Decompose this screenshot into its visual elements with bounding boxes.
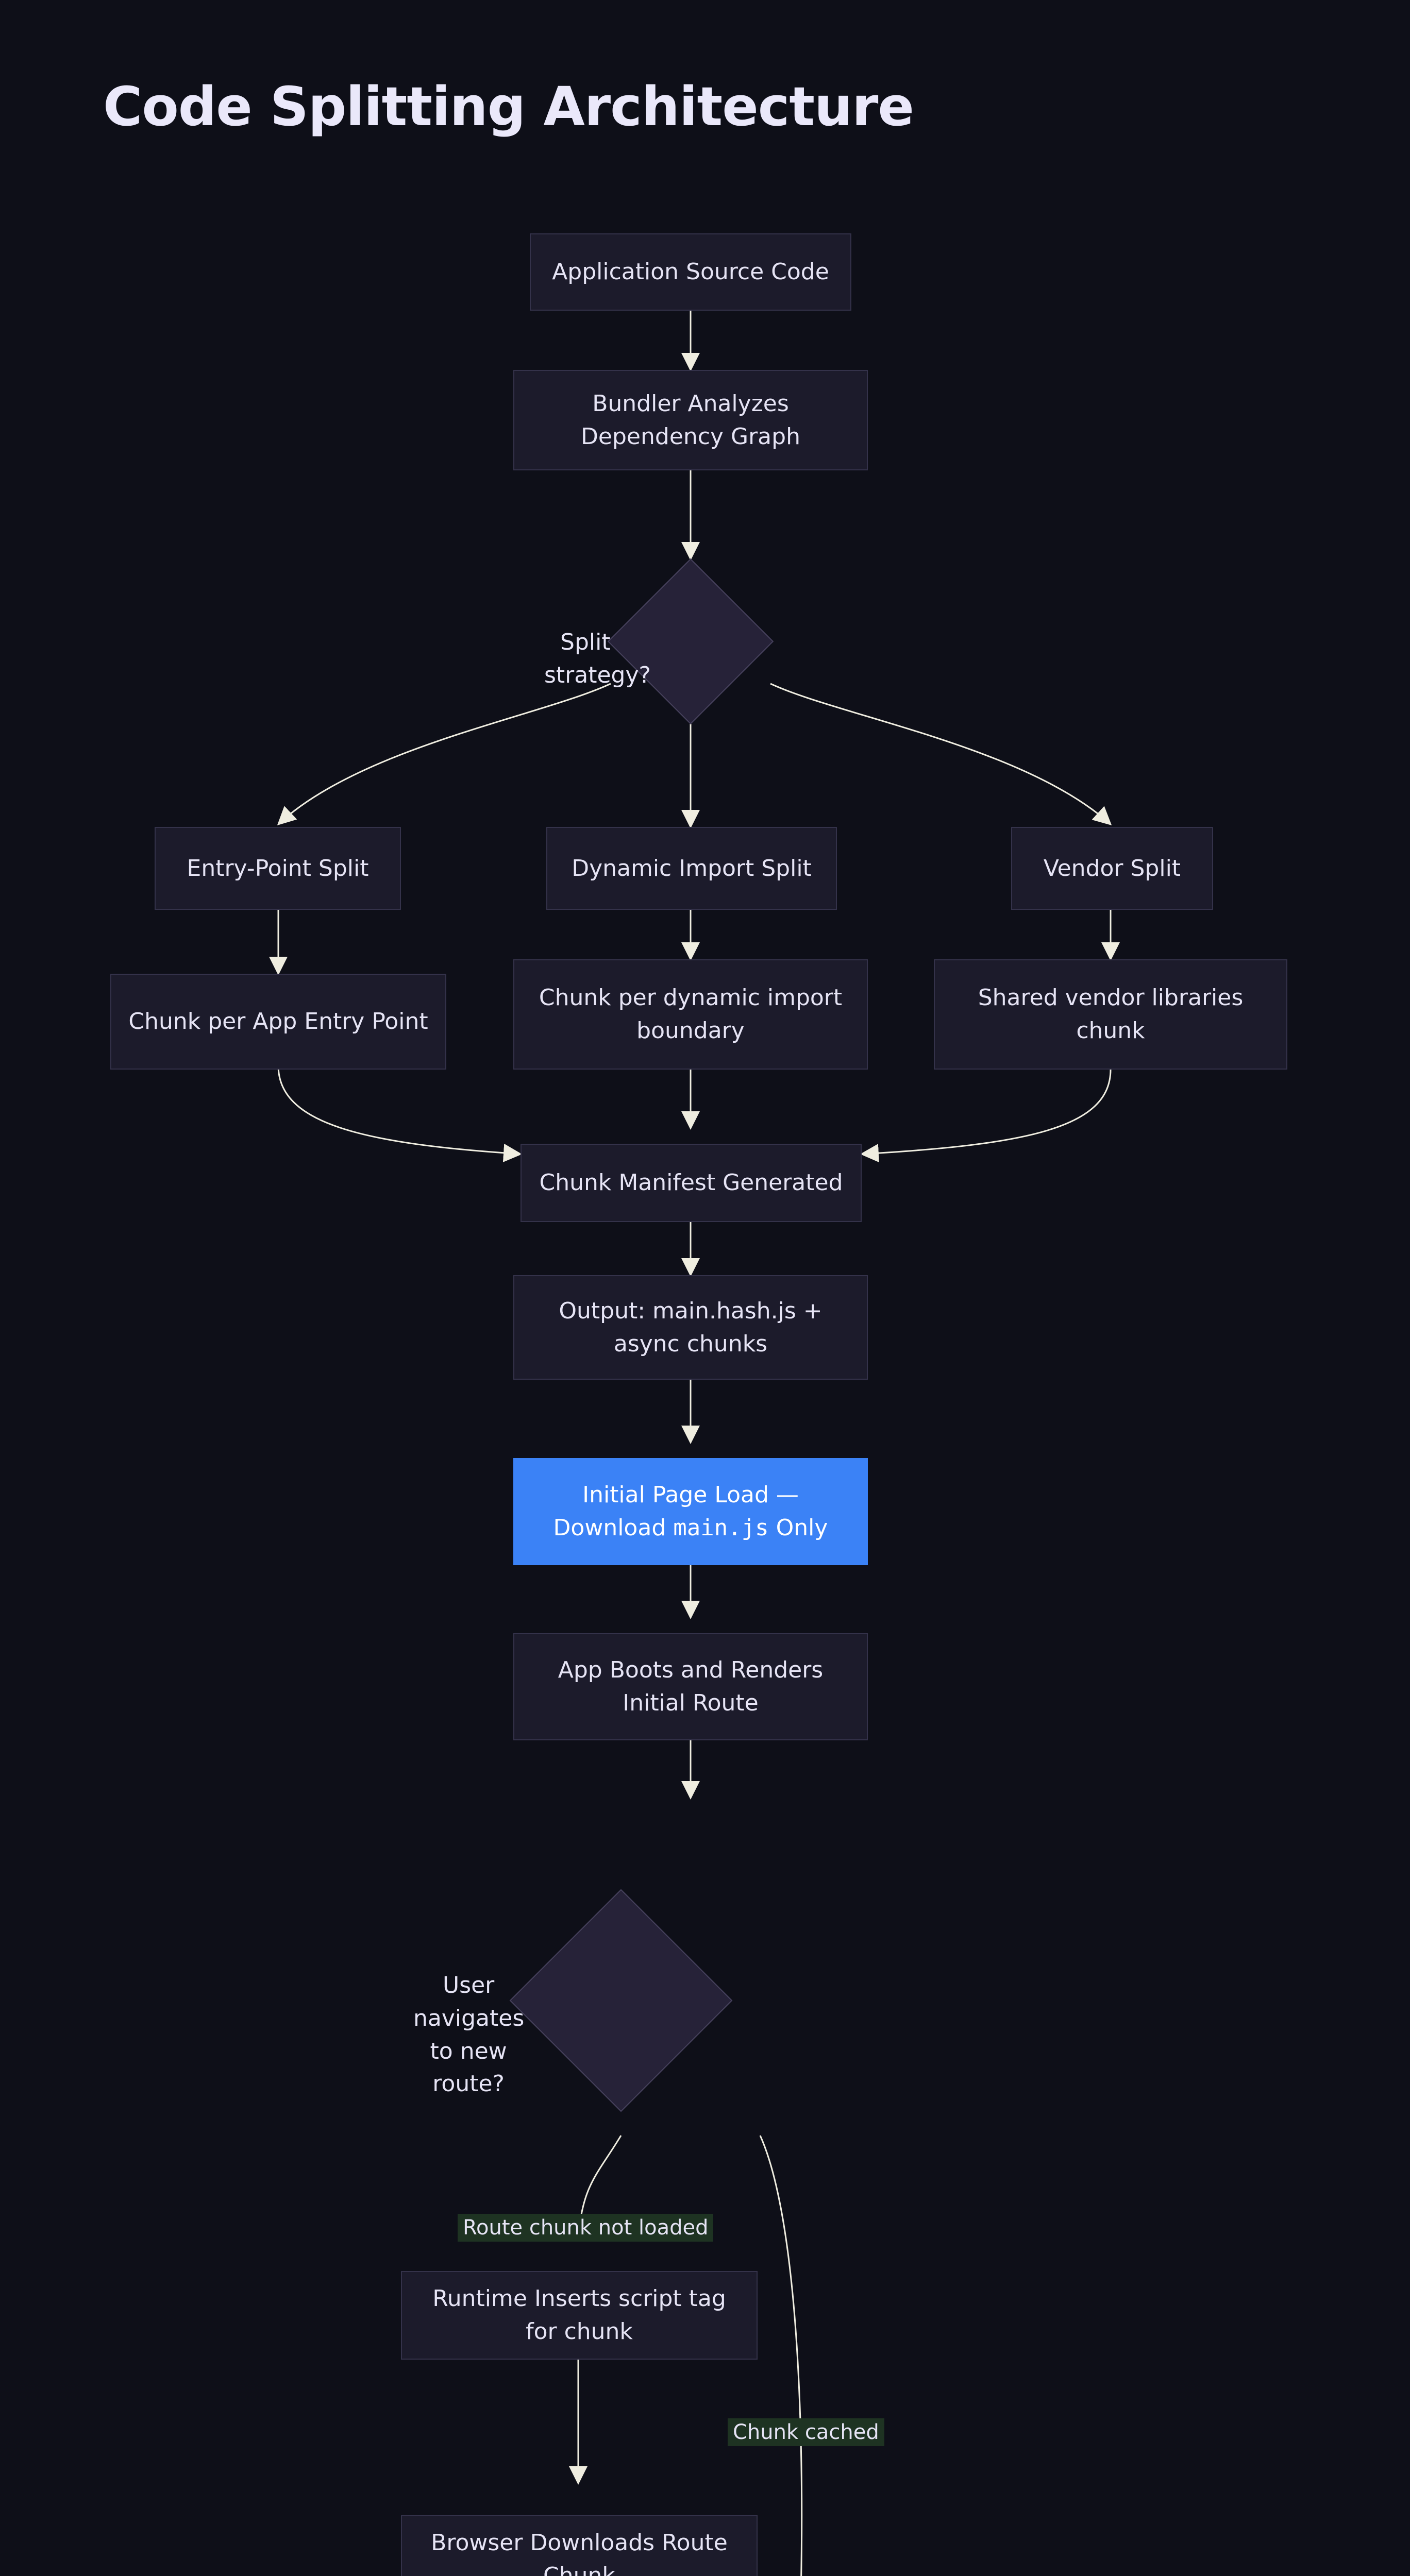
- node-label-line-2-post: Only: [768, 1515, 828, 1541]
- node-label: Chunk per App Entry Point: [128, 1008, 428, 1035]
- node-label: Bundler Analyzes Dependency Graph: [581, 387, 800, 453]
- node-label-line-1: Initial Page Load —: [582, 1482, 799, 1509]
- node-split-strategy-decision[interactable]: Split strategy?: [544, 558, 774, 725]
- node-label-line-2: Download main.js Only: [553, 1515, 828, 1541]
- node-label-line-2: boundary: [636, 1018, 745, 1044]
- node-label-line-1: Browser Downloads Route: [431, 2530, 728, 2556]
- node-label: App Boots and Renders Initial Route: [558, 1654, 823, 1720]
- node-label-line-2: route?: [432, 2071, 505, 2097]
- node-chunk-per-app-entry-point[interactable]: Chunk per App Entry Point: [110, 974, 446, 1070]
- node-bundler-analyzes-dependency-graph[interactable]: Bundler Analyzes Dependency Graph: [513, 370, 868, 470]
- node-label: Shared vendor libraries chunk: [978, 981, 1244, 1047]
- node-label-line-1: Bundler Analyzes: [592, 390, 789, 417]
- node-label-line-2: Chunk: [543, 2563, 615, 2576]
- node-label: Browser Downloads Route Chunk: [431, 2527, 728, 2576]
- node-browser-downloads-route-chunk[interactable]: Browser Downloads Route Chunk: [401, 2515, 758, 2576]
- node-label-line-1: App Boots and Renders: [558, 1657, 824, 1684]
- node-label: Dynamic Import Split: [572, 855, 812, 882]
- node-label: Chunk per dynamic import boundary: [539, 981, 842, 1047]
- node-runtime-inserts-script-tag[interactable]: Runtime Inserts script tag for chunk: [401, 2271, 758, 2360]
- node-label-line-2: Dependency Graph: [581, 423, 800, 450]
- node-label-line-1: Chunk per dynamic import: [539, 985, 843, 1011]
- node-label: Output: main.hash.js + async chunks: [559, 1295, 822, 1361]
- node-chunk-per-dynamic-import-boundary[interactable]: Chunk per dynamic import boundary: [513, 959, 868, 1070]
- node-entry-point-split[interactable]: Entry-Point Split: [155, 827, 401, 910]
- node-label-line-1: Shared vendor libraries: [978, 985, 1244, 1011]
- edge-label-chunk-cached: Chunk cached: [728, 2418, 884, 2446]
- node-application-source-code[interactable]: Application Source Code: [530, 233, 851, 311]
- node-vendor-split[interactable]: Vendor Split: [1011, 827, 1213, 910]
- node-label: Application Source Code: [552, 259, 829, 285]
- node-label-line-2: Initial Route: [623, 1690, 759, 1716]
- node-label: Entry-Point Split: [187, 855, 369, 882]
- node-chunk-manifest-generated[interactable]: Chunk Manifest Generated: [521, 1144, 862, 1222]
- page-title: Code Splitting Architecture: [103, 75, 914, 138]
- node-label-line-1: Runtime Inserts script tag: [432, 2285, 726, 2312]
- edge-strategy-vendor: [770, 683, 1112, 826]
- node-user-navigates-decision[interactable]: User navigates to new route?: [413, 1889, 733, 2112]
- edge-label-route-chunk-not-loaded: Route chunk not loaded: [458, 2214, 714, 2242]
- node-label: Vendor Split: [1043, 855, 1181, 882]
- node-label-line-2-pre: Download: [553, 1515, 674, 1541]
- node-label-line-2: async chunks: [613, 1330, 768, 1357]
- node-label-filename: main.js: [673, 1515, 769, 1541]
- node-label: Split strategy?: [544, 629, 651, 688]
- node-output-main-hash-js[interactable]: Output: main.hash.js + async chunks: [513, 1275, 868, 1380]
- node-label: User navigates to new route?: [413, 1969, 524, 2100]
- diamond-shape: [509, 1889, 733, 2112]
- edge-strategy-entry: [277, 683, 611, 826]
- node-label-line-1: Output: main.hash.js +: [559, 1297, 822, 1324]
- edge-vendchunk-manifest: [860, 1069, 1112, 1163]
- node-initial-page-load[interactable]: Initial Page Load — Download main.js Onl…: [513, 1458, 868, 1565]
- node-label: Runtime Inserts script tag for chunk: [432, 2282, 726, 2348]
- node-shared-vendor-libraries-chunk[interactable]: Shared vendor libraries chunk: [934, 959, 1287, 1070]
- node-label-line-2: chunk: [1076, 1018, 1145, 1044]
- node-label: Chunk Manifest Generated: [539, 1170, 843, 1196]
- diamond-shape: [607, 558, 774, 725]
- edge-entrychunk-manifest: [277, 1065, 522, 1162]
- node-label-line-1: User navigates to new: [413, 1972, 525, 2064]
- node-app-boots-and-renders-initial-route[interactable]: App Boots and Renders Initial Route: [513, 1633, 868, 1740]
- node-label: Initial Page Load — Download main.js Onl…: [553, 1479, 828, 1545]
- edge-navigate-execute: [759, 2135, 803, 2576]
- node-label-line-2: for chunk: [526, 2318, 633, 2345]
- node-dynamic-import-split[interactable]: Dynamic Import Split: [546, 827, 837, 910]
